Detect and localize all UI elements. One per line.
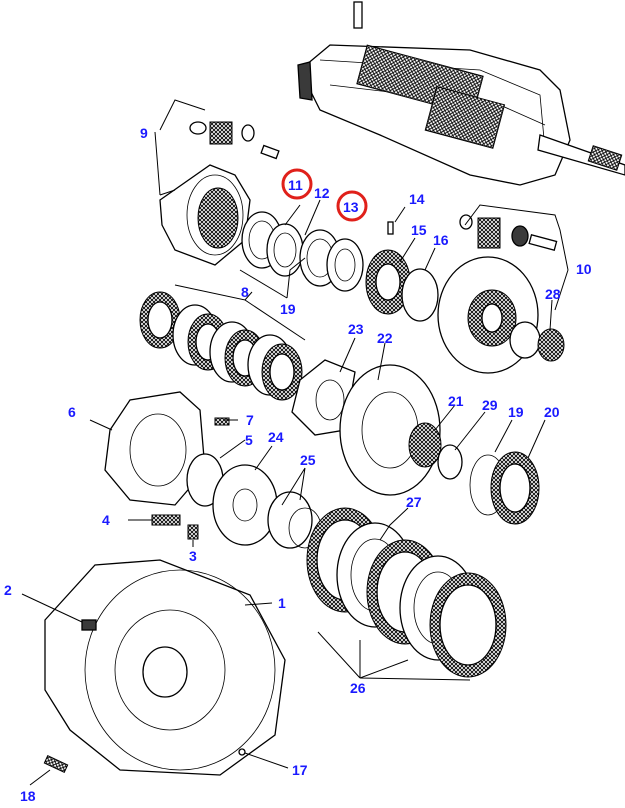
highlight-circle-13 [336,190,368,222]
callout-24: 24 [268,429,284,445]
friction-discs [306,507,507,678]
callout-9: 9 [140,125,148,141]
callout-29: 29 [482,397,498,413]
callout-16: 16 [433,232,449,248]
callout-19b: 19 [508,404,524,420]
thrust-washer [212,464,278,546]
bolt-18 [43,755,69,773]
pin [387,221,394,235]
bolt-7 [214,417,230,426]
callout-2: 2 [4,582,12,598]
callout-28: 28 [545,286,561,302]
callout-23: 23 [348,321,364,337]
callout-26: 26 [350,680,366,696]
callout-20: 20 [544,404,560,420]
planet-carrier-left [159,121,280,266]
callout-7: 7 [246,412,254,428]
callout-11: 11 [288,177,303,193]
callout-4: 4 [102,512,110,528]
clutch-pack-8 [139,291,303,401]
callout-5: 5 [245,432,253,448]
highlight-circle-11 [281,168,313,200]
snap-ring [401,268,439,322]
callout-12: 12 [314,185,330,201]
callout-10: 10 [576,261,592,277]
callout-21: 21 [448,393,464,409]
callout-22: 22 [377,330,393,346]
dowel-17 [238,748,246,756]
bearing-rings-group [241,211,364,292]
callout-labels: 1 2 3 4 5 6 7 8 9 10 11 12 13 14 15 16 1… [4,125,592,804]
callout-27: 27 [406,494,422,510]
pinion-gear [408,422,442,468]
callout-1: 1 [278,595,286,611]
planet-carrier-right [437,214,565,374]
callout-3: 3 [189,548,197,564]
callout-15: 15 [411,222,427,238]
callout-8: 8 [241,284,249,300]
callout-18: 18 [20,788,36,804]
callout-13: 13 [343,199,359,215]
bolt-3 [187,524,199,540]
callout-14: 14 [409,191,425,207]
spring [151,514,181,526]
leader-lines [21,99,569,786]
callout-6: 6 [68,404,76,420]
callout-25: 25 [300,452,316,468]
callout-19a: 19 [280,301,296,317]
gearbox-assembly [297,1,625,186]
bell-housing [44,559,286,776]
callout-17: 17 [292,762,308,778]
